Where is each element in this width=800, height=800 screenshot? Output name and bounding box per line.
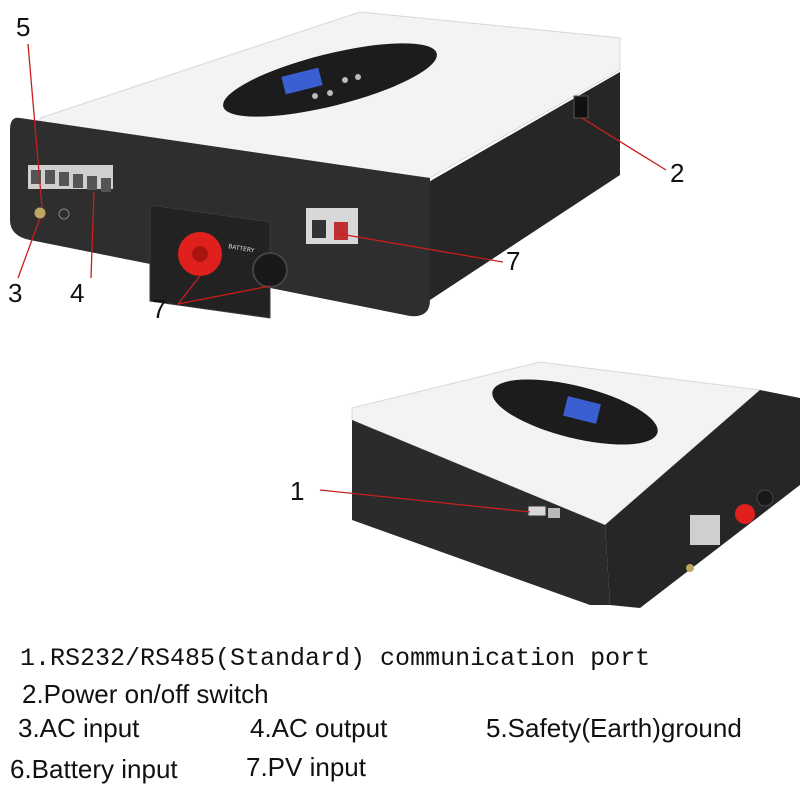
right-side-panel (405, 40, 620, 305)
port-housing (548, 508, 560, 518)
terminal (73, 174, 83, 188)
terminal-block (690, 515, 720, 545)
terminal (87, 176, 97, 190)
leader-line-5 (27, 43, 43, 208)
callout-1: 1 (290, 476, 304, 506)
leader-line-7-battery-a (177, 275, 201, 305)
callout-3: 3 (8, 278, 22, 308)
inverter-diagram: BATTERY 5 2 7 3 4 7 1 (8, 11, 800, 608)
battery-label: BATTERY (228, 243, 255, 255)
control-button (355, 74, 361, 80)
terminal (45, 170, 55, 184)
side-panel (352, 420, 610, 605)
battery-terminal-positive (735, 504, 755, 524)
pv-input-negative (312, 220, 326, 238)
legend-item-5: 5.Safety(Earth)ground (486, 713, 742, 743)
terminal (59, 172, 69, 186)
leader-line-1 (319, 489, 531, 513)
control-button (342, 77, 348, 83)
display-bezel (223, 43, 437, 117)
callout-2: 2 (670, 158, 684, 188)
legend-item-3: 3.AC input (18, 713, 140, 743)
leader-line-7-right (339, 233, 504, 263)
lcd-screen (563, 396, 601, 424)
leader-line-7-battery-b (177, 285, 271, 305)
callout-7-right: 7 (506, 246, 520, 276)
battery-terminal-negative (252, 252, 288, 288)
inverter-rear-view: BATTERY (10, 11, 621, 319)
legend-item-1: 1.RS232/RS485(Standard) communication po… (20, 644, 651, 673)
pv-input-positive (334, 222, 348, 240)
legend-item-6: 6.Battery input (10, 754, 178, 784)
battery-terminal-positive-core (192, 246, 208, 262)
end-panel (605, 390, 800, 608)
control-button (312, 93, 318, 99)
callout-5: 5 (16, 12, 30, 42)
leader-line-2 (581, 117, 667, 171)
legend-item-2: 2.Power on/off switch (22, 679, 269, 709)
callout-4: 4 (70, 278, 84, 308)
inverter-side-view (351, 361, 800, 608)
communication-port (527, 505, 547, 517)
power-switch (573, 95, 589, 119)
leader-line-3 (17, 217, 41, 279)
ground-screw (33, 206, 47, 220)
ground-symbol (58, 208, 70, 220)
leader-lines (17, 43, 667, 513)
legend-item-7: 7.PV input (246, 752, 366, 782)
terminal (101, 178, 111, 192)
lcd-screen (281, 67, 323, 95)
battery-terminal-negative (756, 489, 774, 507)
terminal (31, 170, 41, 184)
ground-screw (686, 564, 694, 572)
callout-7-battery: 7 (152, 294, 166, 324)
terminal-block (28, 165, 113, 189)
control-button (327, 90, 333, 96)
leader-line-4 (90, 191, 95, 279)
legend-item-4: 4.AC output (250, 713, 388, 743)
